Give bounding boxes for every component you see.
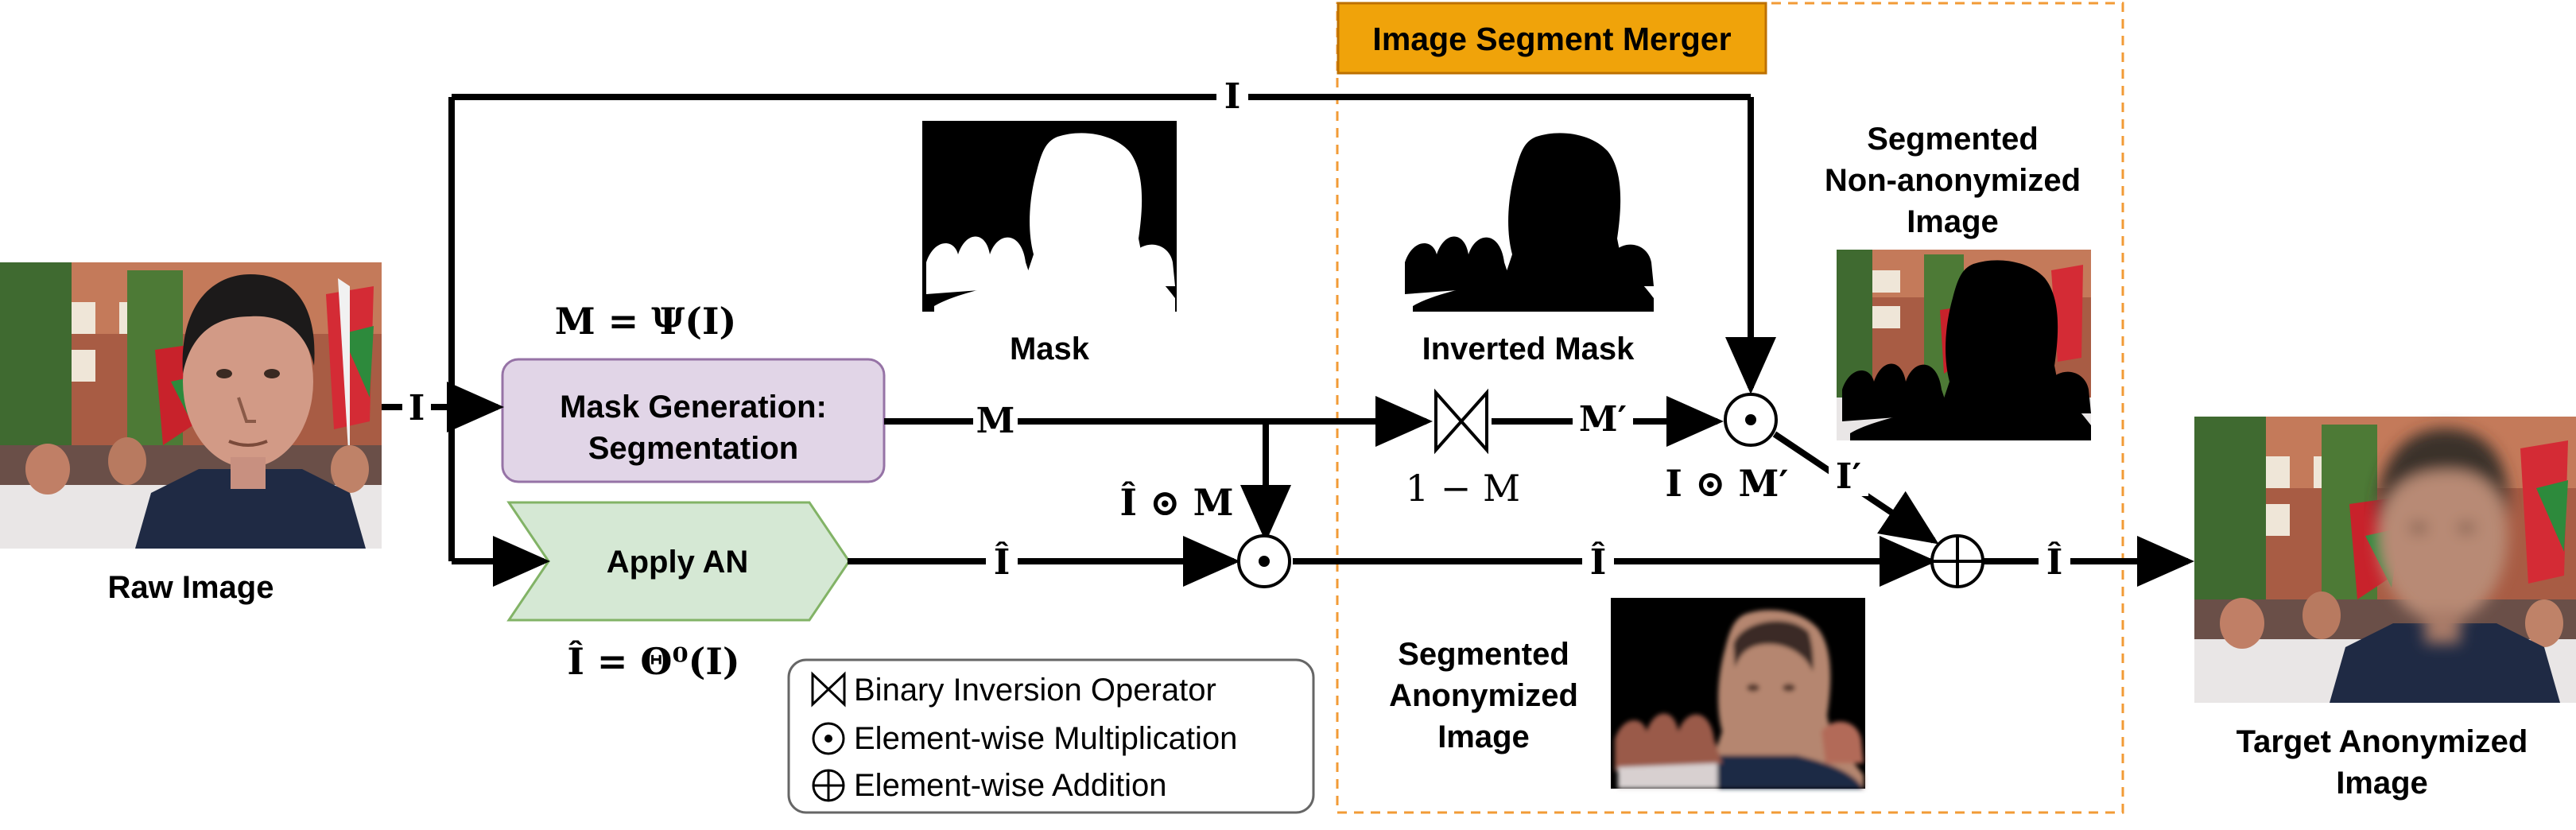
i-odot-mprime: I ⊙ M′ xyxy=(1665,462,1788,505)
inversion-operator xyxy=(1434,388,1488,455)
seg-anon-label-1: Segmented xyxy=(1398,637,1569,672)
arrow-label-ihat-2: Î xyxy=(1590,541,1607,583)
addition-operator xyxy=(1930,534,1984,588)
anon-equation: Î = Θ⁰(I) xyxy=(567,639,739,683)
legend-text-addition: Element-wise Addition xyxy=(854,768,1167,803)
multiplication-operator-top xyxy=(1724,393,1778,447)
multiplication-operator-bottom xyxy=(1237,534,1291,588)
seg-anon-label-2: Anonymized xyxy=(1389,678,1578,713)
mask-equation: M = Ψ(I) xyxy=(555,300,737,343)
arrow-label-i-top: I xyxy=(1224,76,1241,117)
seg-nonanon-label-1: Segmented xyxy=(1867,122,2039,157)
bowtie-icon xyxy=(811,671,846,708)
legend: Binary Inversion Operator Element-wise M… xyxy=(787,658,1315,814)
odot-icon xyxy=(812,722,845,755)
inverted-mask-image xyxy=(1401,121,1655,312)
arrow-label-m: M xyxy=(976,401,1015,441)
mask-image xyxy=(922,121,1177,312)
merger-title: Image Segment Merger xyxy=(1372,21,1731,57)
arrow-label-ihat-3: Î xyxy=(2046,541,2063,583)
arrow-label-ihat-1: Î xyxy=(994,541,1011,583)
mask-gen-line-1: Mask Generation: xyxy=(560,390,827,425)
inverted-mask-label: Inverted Mask xyxy=(1422,332,1635,367)
legend-text-multiplication: Element-wise Multiplication xyxy=(854,721,1237,756)
arrow-label-i-prime: I′ xyxy=(1836,456,1861,497)
segmented-anonymized-image xyxy=(1611,598,1865,789)
segmented-non-anonymized-image xyxy=(1837,250,2091,440)
raw-image-label: Raw Image xyxy=(108,570,274,605)
arrow-label-m-prime: M′ xyxy=(1579,399,1627,440)
seg-nonanon-label-2: Non-anonymized xyxy=(1825,163,2081,198)
target-label-2: Image xyxy=(2336,766,2428,801)
arrow-label-i-in: I xyxy=(409,388,425,429)
raw-image xyxy=(0,262,382,549)
target-anonymized-image xyxy=(2194,417,2576,703)
seg-anon-label-3: Image xyxy=(1437,719,1530,754)
mask-label: Mask xyxy=(1010,332,1090,367)
target-label-1: Target Anonymized xyxy=(2237,724,2528,759)
merger-title-box xyxy=(1336,2,1767,75)
one-minus-m: 1 − M xyxy=(1406,467,1520,510)
seg-nonanon-label-3: Image xyxy=(1907,204,1999,239)
legend-text-inversion: Binary Inversion Operator xyxy=(854,673,1216,708)
ihat-odot-m: Î ⊙ M xyxy=(1119,480,1233,524)
oplus-icon xyxy=(812,769,845,802)
mask-gen-line-2: Segmentation xyxy=(588,431,798,466)
connectors xyxy=(382,94,2194,587)
apply-an-label: Apply AN xyxy=(607,545,749,580)
